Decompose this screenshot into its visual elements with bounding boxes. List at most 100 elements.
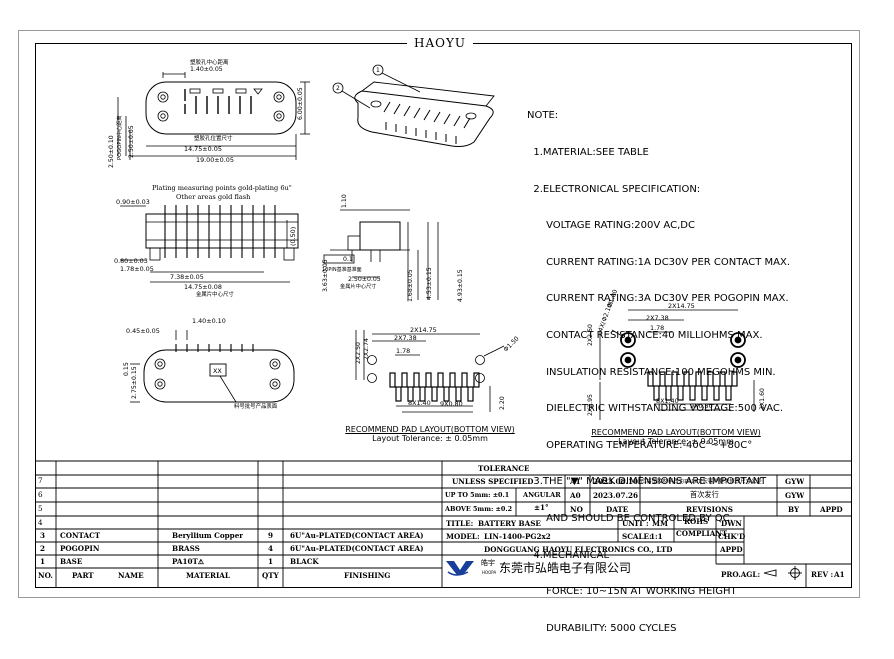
dim-label: POGOPIN中心距离 xyxy=(115,115,123,160)
dim-label: 1.68±0.05 xyxy=(407,269,414,302)
dim-label: 3.63±0.05 xyxy=(322,259,329,292)
note-line: CURRENT RATING:1A DC30V PER CONTACT MAX. xyxy=(527,256,791,268)
note-line: VOLTAGE RATING:200V AC,DC xyxy=(527,220,695,232)
dim-label: 1.78 xyxy=(650,324,664,332)
end-view xyxy=(323,209,439,300)
outer-frame xyxy=(18,30,860,598)
rev-code: A0 xyxy=(570,491,581,500)
bom-part: POGOPIN xyxy=(60,544,100,553)
dim-label: 1.40±0.10 xyxy=(192,317,226,325)
rev-by: GYW xyxy=(785,477,805,486)
plating-note: Plating measuring points gold-plating 6u… xyxy=(152,184,292,192)
bom-header-finishing: FINISHING xyxy=(344,571,391,580)
company-logo xyxy=(446,561,474,576)
rev-description: 首次发行 xyxy=(690,490,719,499)
bom-header-name: NAME xyxy=(118,571,144,580)
appd-label: APPD xyxy=(720,545,743,554)
part-mark: XX xyxy=(213,367,222,375)
unit-label: UNIT : xyxy=(622,519,649,528)
tolerance-unless: UNLESS SPECIFIED xyxy=(452,477,534,486)
dim-label: 10PIN基准基准面 xyxy=(322,266,362,273)
dim-label: 3X1.60 xyxy=(759,388,766,410)
pad-caption-left: RECOMMEND PAD LAYOUT(BOTTOM VIEW) Layout… xyxy=(340,425,520,443)
title-label: TITLE: xyxy=(446,519,474,528)
pad-layout-left xyxy=(355,330,505,413)
rev-date: 2023.07.26 xyxy=(593,491,639,500)
bom-finishing: BLACK xyxy=(290,557,319,566)
note-line: CONTACT RESISTANCE:40 MILLIOHMS MAX. xyxy=(527,329,763,341)
rev-code: A1 xyxy=(570,477,581,486)
bom-qty: 1 xyxy=(268,557,274,566)
rev-header-by: BY xyxy=(788,505,800,514)
note-line: DIELECTRIC WITHSTANDING VOLTAGE:500 VAC. xyxy=(527,403,784,415)
dim-label: 料号批号产品表面 xyxy=(234,402,278,410)
dim-label: 7.38±0.05 xyxy=(170,273,204,281)
dwn-label: DWN xyxy=(721,519,742,528)
model-value: LIN-1400-PG2x2 xyxy=(484,532,551,541)
dim-label: 0.1 xyxy=(343,256,353,263)
bom-finishing: 6U"Au-PLATED(CONTACT AREA) xyxy=(290,531,424,540)
rev-label: REV : xyxy=(811,570,834,579)
bom-header-qty: QTY xyxy=(262,571,279,580)
notes-block: NOTE: 1.MATERIAL:SEE TABLE 2.ELECTRONICA… xyxy=(527,86,790,659)
bom-no: 6 xyxy=(38,490,43,499)
bom-qty: 9 xyxy=(268,531,274,540)
pad-caption-right: RECOMMEND PAD LAYOUT(BOTTOM VIEW) Layout… xyxy=(586,428,766,446)
bom-header-no: NO. xyxy=(38,571,53,580)
dim-label: 14.75±0.05 xyxy=(184,145,222,153)
dim-label: 0.90±0.03 xyxy=(116,198,150,206)
dim-label: 8X1.40 xyxy=(656,397,679,405)
note-line: AND SHOULD BE CONTROLED BY QC. xyxy=(527,512,733,524)
bom-part: BASE xyxy=(60,557,83,566)
dim-label: 2X2.50 xyxy=(587,324,594,346)
bom-part: CONTACT xyxy=(60,531,101,540)
technical-drawing: 塑胶孔中心距离 1.40±0.05 塑胶孔位置尺寸 14.75±0.05 19.… xyxy=(35,58,852,588)
dim-label: 1.78±0.05 xyxy=(120,265,154,273)
bottom-view xyxy=(130,330,295,403)
dim-label: 塑胶孔中心距离 xyxy=(190,58,229,66)
side-view xyxy=(120,205,299,283)
tolerance-angular-value: ±1° xyxy=(534,503,549,512)
dim-label: 9X0.80 xyxy=(690,402,713,410)
dim-label: 14.75±0.08 xyxy=(184,283,222,291)
dim-label: 金属片中心尺寸 xyxy=(340,282,376,290)
model-label: MODEL: xyxy=(446,532,480,541)
dim-label: 4.53±0.15 xyxy=(426,267,433,300)
pad-caption-title: RECOMMEND PAD LAYOUT(BOTTOM VIEW) xyxy=(591,428,761,437)
note-line: CURRENT RATING:3A DC30V PER POGOPIN MAX. xyxy=(527,293,789,305)
company-name: DONGGUANG HAOYU ELECTRONICS CO., LTD xyxy=(484,545,673,554)
bom-no: 7 xyxy=(38,476,43,485)
dim-label: 2X2.74 xyxy=(363,338,370,360)
tolerance-angular: ANGULAR xyxy=(523,491,561,499)
brand-title: HAOYU xyxy=(407,35,473,51)
rev-date: 2023.08.10 xyxy=(593,477,639,486)
rev-value: A1 xyxy=(834,570,845,579)
bom-material: BRASS xyxy=(172,544,200,553)
plating-note: Other areas gold flash xyxy=(176,193,251,201)
dim-label: 6.00±0.05 xyxy=(297,87,304,120)
rev-header-date: DATE xyxy=(606,505,629,514)
note-line: DURABILITY: 5000 CYCLES xyxy=(527,622,677,634)
top-view xyxy=(117,72,310,160)
dim-label: 0.45±0.05 xyxy=(126,327,160,335)
dim-label: 9X0.80 xyxy=(440,400,463,408)
bom-finishing: 6U"Au-PLATED(CONTACT AREA) xyxy=(290,544,424,553)
dim-label: 2.75±0.15 xyxy=(131,366,138,399)
iso-view xyxy=(332,64,495,147)
dim-label: 19.00±0.05 xyxy=(196,156,234,164)
notes-title: NOTE: xyxy=(527,110,559,122)
rev-header-revisions: REVISIONS xyxy=(686,505,733,514)
dimension-labels: 塑胶孔中心距离 1.40±0.05 塑胶孔位置尺寸 14.75±0.05 19.… xyxy=(108,58,766,416)
dim-label: 4.93±0.15 xyxy=(457,269,464,302)
dim-label: 金属片中心尺寸 xyxy=(196,290,234,298)
scale-value: 1:1 xyxy=(650,532,663,541)
logo-text: 皓宇 xyxy=(481,559,495,567)
bom-no: 3 xyxy=(40,531,46,540)
company-name-cn: 东莞市弘皓电子有限公司 xyxy=(499,561,632,575)
iso-label: 2 xyxy=(336,85,340,92)
bom-header-material: MATERIAL xyxy=(186,571,230,580)
dim-label: 8X1.40 xyxy=(408,399,431,407)
note-line: 1.MATERIAL:SEE TABLE xyxy=(527,147,649,158)
pad-tolerance: Layout Tolerance: ± 0.05mm xyxy=(372,434,488,443)
unit-value: MM xyxy=(652,519,668,528)
